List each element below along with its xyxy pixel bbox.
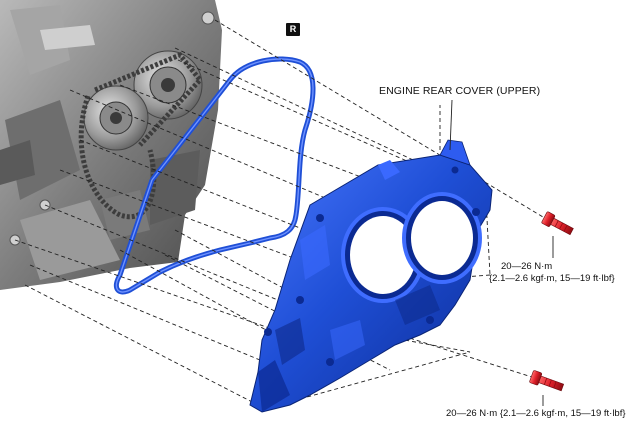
part-label-leader (449, 99, 453, 151)
reuse-marker-badge: R (286, 23, 300, 36)
torque-spec-lower: 20—26 N·m {2.1—2.6 kgf·m, 15—19 ft·lbf} (446, 408, 626, 419)
part-label: ENGINE REAR COVER (UPPER) (379, 85, 541, 97)
torque-spec-upper-imperial: {2.1—2.6 kgf·m, 15—19 ft·lbf} (489, 273, 615, 284)
engine-block (0, 0, 222, 290)
engine-rear-cover-upper (249, 139, 493, 413)
bolt-upper (541, 211, 574, 236)
bolt-lower (529, 370, 565, 392)
torque-spec-upper-nm: 20—26 N·m (501, 261, 553, 272)
